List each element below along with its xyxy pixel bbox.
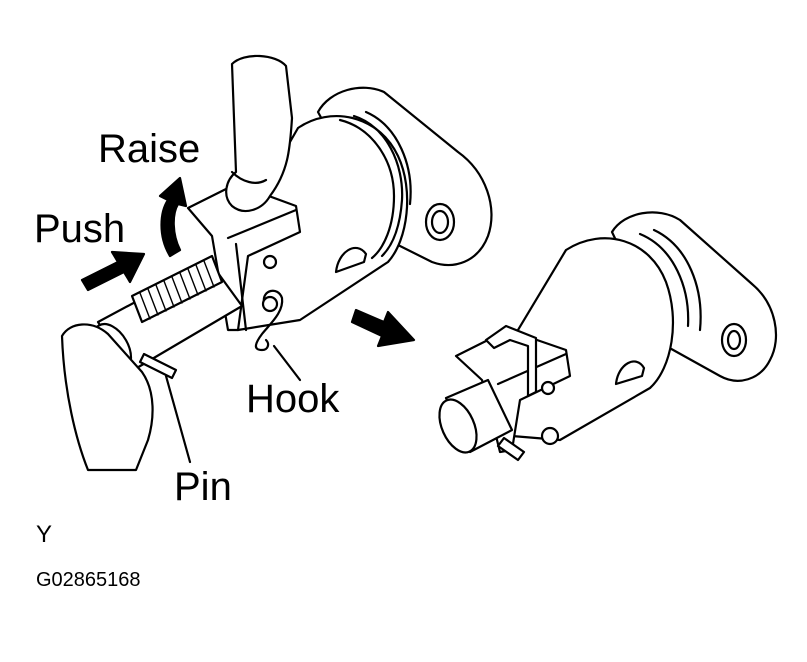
hand-icon: [225, 54, 294, 213]
left-cylinder-body: [226, 115, 409, 332]
raise-arrow-icon: [158, 176, 188, 258]
figure-code: G02865168: [36, 569, 141, 591]
left-hook: [254, 289, 284, 352]
right-pin: [496, 436, 526, 462]
push-arrow-icon: [80, 250, 146, 292]
slide-arrow-icon: [350, 308, 416, 348]
hook-label: Hook: [246, 377, 340, 421]
pin-leader-line: [164, 374, 192, 464]
raise-label: Raise: [98, 127, 200, 171]
left-cylinder-assembly: [60, 54, 493, 472]
hand-palm: [60, 323, 154, 472]
right-cylinder-assembly: [438, 211, 778, 462]
push-label: Push: [34, 207, 125, 251]
left-pin: [138, 352, 178, 380]
hook-leader-line: [272, 344, 302, 382]
pin-label: Pin: [174, 465, 232, 509]
view-label: Y: [36, 521, 52, 548]
